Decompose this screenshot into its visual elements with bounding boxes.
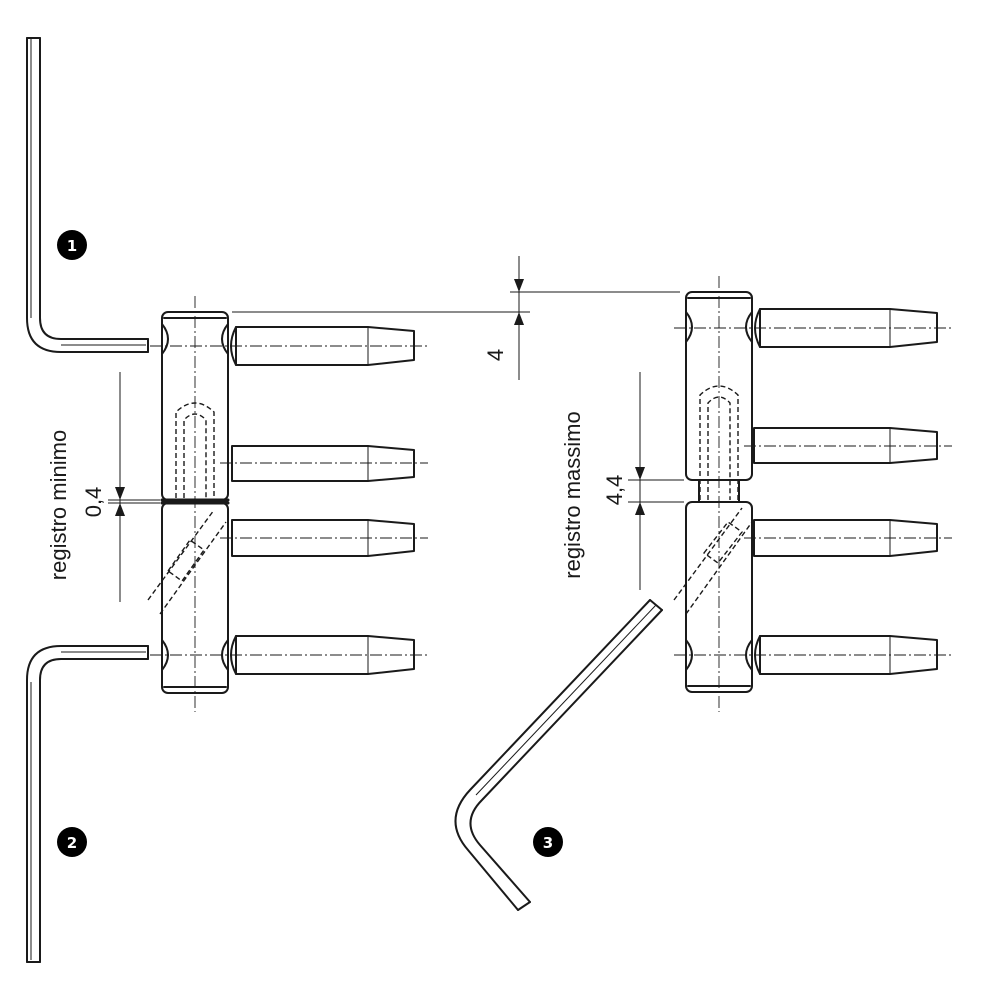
hex-key-2 (26, 645, 149, 963)
right-pin-4 (754, 635, 938, 675)
right-hinge-maximum-adjustment: 4,4 registro massimo (560, 276, 952, 712)
hex-key-3 (454, 599, 663, 911)
step-marker-3: 3 (533, 827, 563, 857)
right-pin-2 (753, 427, 938, 464)
left-pin-2 (231, 445, 415, 482)
max-adjustment-label: registro massimo (560, 411, 585, 578)
svg-text:1: 1 (67, 237, 77, 255)
svg-text:2: 2 (67, 834, 77, 852)
step-marker-2: 2 (57, 827, 87, 857)
hex-key-1 (26, 37, 149, 353)
step-marker-1: 1 (57, 230, 87, 260)
max-gap-value: 4,4 (602, 475, 627, 506)
min-adjustment-label: registro minimo (46, 430, 71, 580)
min-gap-value: 0,4 (81, 487, 106, 518)
height-offset-dimension: 4 (232, 256, 680, 380)
offset-value: 4 (483, 349, 508, 361)
svg-text:3: 3 (543, 834, 553, 852)
left-hinge-minimum-adjustment: 0,4 registro minimo (46, 296, 428, 712)
